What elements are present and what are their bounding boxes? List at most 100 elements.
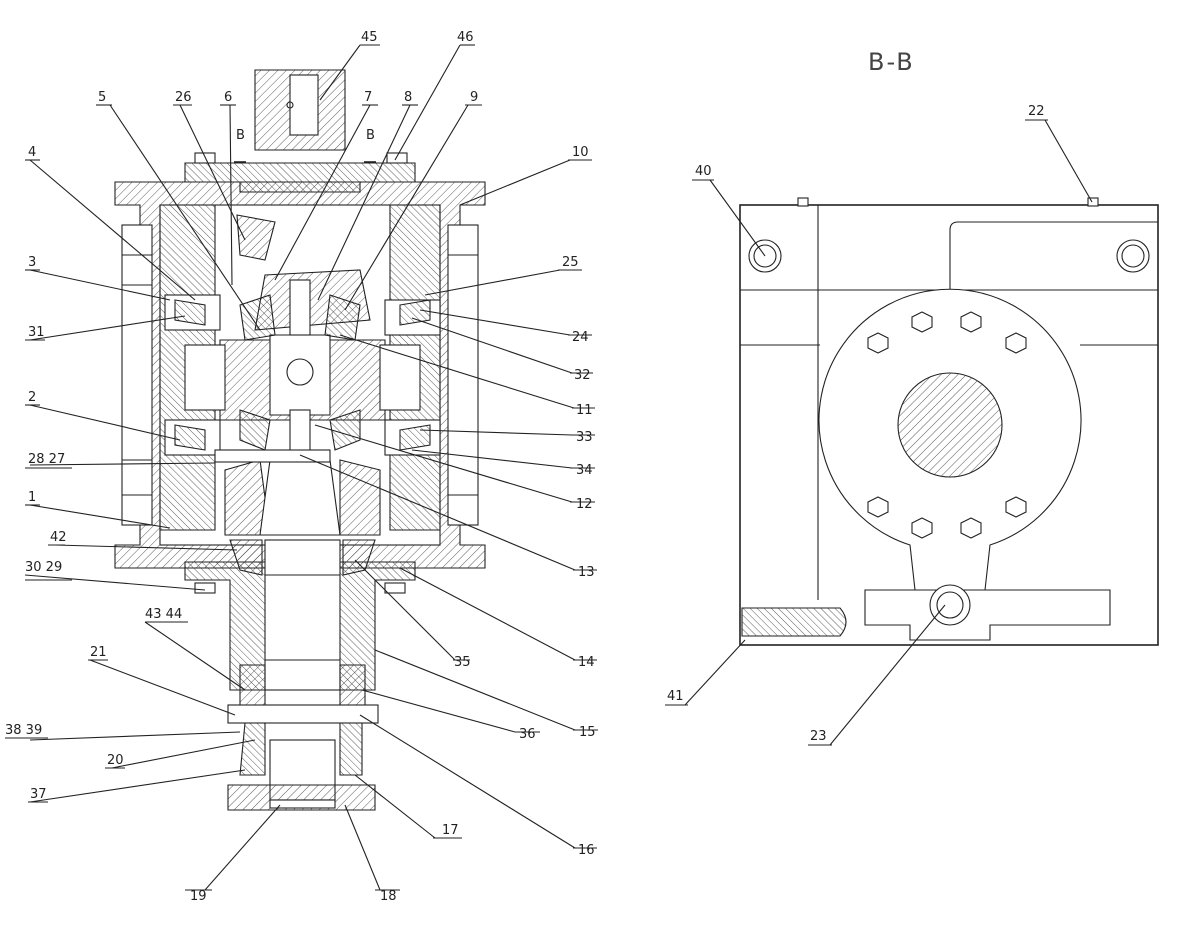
callout-8: 8 bbox=[404, 90, 412, 105]
seal-left bbox=[239, 722, 266, 776]
bolt-icon bbox=[867, 332, 889, 354]
callout-36: 36 bbox=[519, 727, 536, 742]
section-mark-left: B bbox=[236, 128, 245, 143]
leader-lines bbox=[5, 44, 1093, 891]
callout-35: 35 bbox=[454, 655, 471, 670]
callout-34: 34 bbox=[576, 463, 593, 478]
callout-4: 4 bbox=[28, 145, 36, 160]
callouts-main: 45 46 5 26 6 7 8 9 10 4 25 3 24 31 32 11… bbox=[5, 30, 596, 904]
callout-5: 5 bbox=[98, 90, 106, 105]
bolt-icon bbox=[911, 311, 933, 333]
callout-26: 26 bbox=[175, 90, 192, 105]
callout-42: 42 bbox=[50, 530, 67, 545]
bb-vent-left bbox=[797, 197, 809, 207]
bb-drain-plug-inner bbox=[936, 591, 964, 619]
callout-11: 11 bbox=[576, 403, 593, 418]
callout-16: 16 bbox=[578, 843, 595, 858]
callout-31: 31 bbox=[28, 325, 45, 340]
callout-3: 3 bbox=[28, 255, 36, 270]
bb-base-foot bbox=[864, 589, 1111, 641]
section-title: B-B bbox=[868, 48, 915, 76]
half-shaft-right bbox=[379, 344, 421, 411]
bearing-roller bbox=[174, 299, 206, 326]
spider-pin bbox=[286, 358, 314, 386]
planet-pin-top bbox=[289, 279, 311, 336]
callout-19: 19 bbox=[190, 889, 207, 904]
bb-vent-right bbox=[1087, 197, 1099, 207]
callout-45: 45 bbox=[361, 30, 378, 45]
flange-plate bbox=[269, 799, 336, 809]
callout-37: 37 bbox=[30, 787, 47, 802]
bb-drain-plug bbox=[929, 584, 971, 626]
callout-38-39: 38 39 bbox=[5, 723, 42, 738]
callout-10: 10 bbox=[572, 145, 589, 160]
callout-33: 33 bbox=[576, 430, 593, 445]
bb-bolt-circle bbox=[867, 311, 1027, 539]
callout-1: 1 bbox=[28, 490, 36, 505]
bolt-icon bbox=[1005, 496, 1027, 518]
bb-lifting-hole-left-inner bbox=[753, 244, 777, 268]
lower-bolt-left bbox=[194, 582, 216, 594]
bb-housing-outline bbox=[739, 204, 1159, 646]
callout-40: 40 bbox=[695, 164, 712, 179]
callout-17: 17 bbox=[442, 823, 459, 838]
keyway bbox=[289, 74, 319, 136]
lower-bolt-right bbox=[384, 582, 406, 594]
callout-18: 18 bbox=[380, 889, 397, 904]
bolt-icon bbox=[911, 517, 933, 539]
bb-top-recess bbox=[949, 221, 1158, 290]
section-bb-view bbox=[739, 197, 1159, 646]
callouts-section: 22 40 41 23 bbox=[667, 104, 1045, 744]
bolt-icon bbox=[867, 496, 889, 518]
side-gear-left bbox=[239, 294, 276, 341]
callout-20: 20 bbox=[107, 753, 124, 768]
bb-lifting-hole-right-inner bbox=[1121, 244, 1145, 268]
callout-23: 23 bbox=[810, 729, 827, 744]
callout-13: 13 bbox=[578, 565, 595, 580]
bevel-gear-center bbox=[259, 459, 341, 536]
bearing-seat bbox=[227, 704, 379, 724]
bolt-icon bbox=[960, 517, 982, 539]
bearing-roller bbox=[174, 424, 206, 451]
bolt-icon bbox=[960, 311, 982, 333]
callout-43-44: 43 44 bbox=[145, 607, 182, 622]
right-side-flange bbox=[447, 224, 479, 526]
callout-14: 14 bbox=[578, 655, 595, 670]
top-bolt-right bbox=[386, 152, 408, 164]
callout-2: 2 bbox=[28, 390, 36, 405]
callout-7: 7 bbox=[364, 90, 372, 105]
callout-9: 9 bbox=[470, 90, 478, 105]
callout-24: 24 bbox=[572, 330, 589, 345]
bearing-roller bbox=[399, 424, 431, 451]
bevel-gear-right bbox=[339, 459, 381, 536]
callout-41: 41 bbox=[667, 689, 684, 704]
bolt-icon bbox=[1005, 332, 1027, 354]
output-shaft bbox=[264, 539, 341, 691]
bolt-28-27 bbox=[214, 449, 331, 463]
lower-bearing-right bbox=[339, 664, 366, 706]
callout-15: 15 bbox=[579, 725, 596, 740]
callout-22: 22 bbox=[1028, 104, 1045, 119]
left-side-flange bbox=[121, 224, 153, 526]
lower-bearing-left bbox=[239, 664, 266, 706]
output-flange bbox=[227, 784, 376, 811]
callout-6: 6 bbox=[224, 90, 232, 105]
bearing-roller bbox=[399, 299, 431, 326]
callout-30-29: 30 29 bbox=[25, 560, 62, 575]
callout-25: 25 bbox=[562, 255, 579, 270]
bb-oil-dipstick bbox=[741, 607, 847, 637]
bearing-42 bbox=[229, 539, 263, 576]
main-section-view bbox=[114, 69, 486, 811]
callout-46: 46 bbox=[457, 30, 474, 45]
section-mark-right: B bbox=[366, 128, 375, 143]
callout-21: 21 bbox=[90, 645, 107, 660]
bb-shaft-section bbox=[897, 372, 1003, 478]
callout-12: 12 bbox=[576, 497, 593, 512]
shaft-hole bbox=[286, 101, 294, 109]
half-shaft-left bbox=[184, 344, 226, 411]
seal-right bbox=[339, 722, 363, 776]
pinion-gear bbox=[236, 214, 276, 261]
side-gear-right-lower bbox=[329, 409, 361, 451]
callout-32: 32 bbox=[574, 368, 591, 383]
